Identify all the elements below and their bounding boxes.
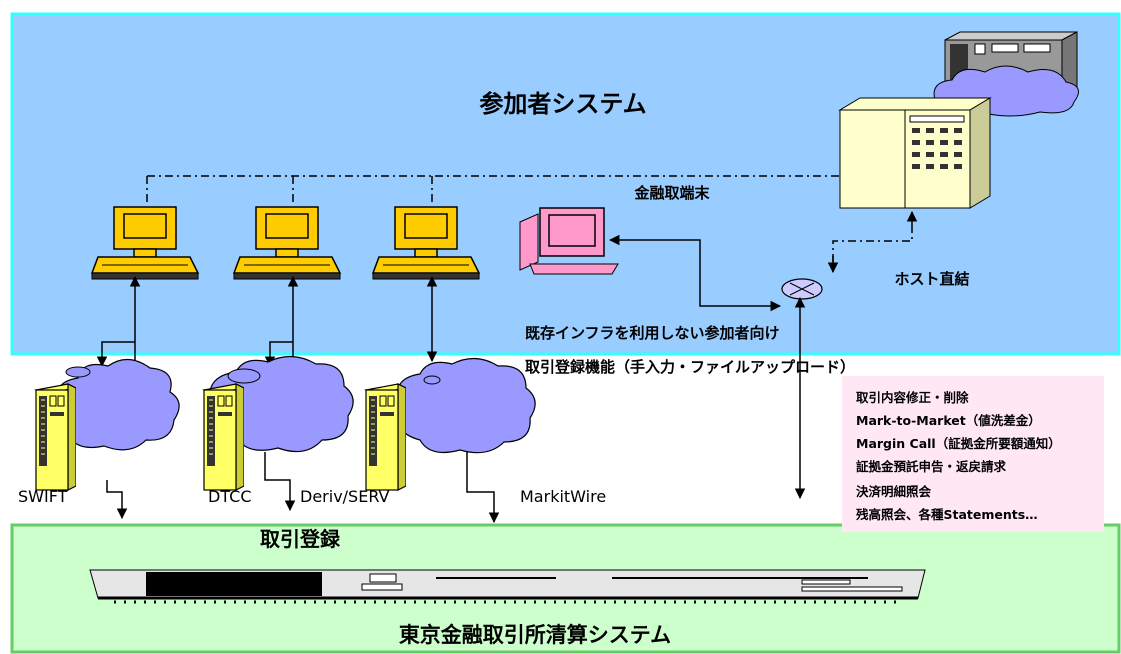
terminal-link <box>608 234 782 312</box>
function-item: 取引内容修正・削除 <box>856 390 969 405</box>
host-direct-label: ホスト直結 <box>894 270 969 288</box>
swift-to-clearing-arrow <box>106 480 128 520</box>
functions-box <box>842 376 1104 532</box>
participant-system-title: 参加者システム <box>479 90 646 118</box>
network-label-markitwire: MarkitWire <box>520 487 606 506</box>
function-item: 決済明細照会 <box>856 484 932 499</box>
function-item: 証拠金預託申告・返戻請求 <box>856 459 1007 474</box>
web-registration-line2: 取引登録機能（手入力・ファイルアップロード） <box>525 358 855 376</box>
terminal-pc-icon <box>519 207 619 275</box>
host-computer-icon <box>838 97 992 209</box>
swift-network-cloud <box>53 358 180 451</box>
derivserv-server-icon <box>365 383 406 491</box>
network-label-dtcc: DTCC <box>208 487 252 506</box>
markitwire-network-cloud <box>395 357 536 454</box>
function-item: 残高照会、各種Statements… <box>856 507 1038 522</box>
dtcc-network-cloud <box>208 355 354 453</box>
function-item: Mark-to-Market（値洗差金） <box>856 413 1041 428</box>
terminal-label: 金融取端末 <box>633 184 710 202</box>
network-label-derivserv: Deriv/SERV <box>300 487 390 506</box>
clearing-system-machine-icon <box>89 569 926 604</box>
web-registration-line1: 既存インフラを利用しない参加者向け <box>525 324 780 342</box>
trade-registration-label: 取引登録 <box>260 527 341 551</box>
clearing-system-title: 東京金融取引所清算システム <box>399 623 671 647</box>
dtcc-server-icon <box>203 383 244 491</box>
dtcc-to-clearing-arrow <box>264 452 296 512</box>
router-icon <box>781 278 823 300</box>
markitwire-to-clearing-arrow <box>466 452 500 524</box>
function-item: Margin Call（証拠金所要額通知） <box>856 436 1061 451</box>
network-label-swift: SWIFT <box>18 487 68 506</box>
swift-server-icon <box>35 383 76 491</box>
functions-list: 取引内容修正・削除 Mark-to-Market（値洗差金） Margin Ca… <box>856 390 1061 522</box>
lan-line <box>146 175 913 262</box>
